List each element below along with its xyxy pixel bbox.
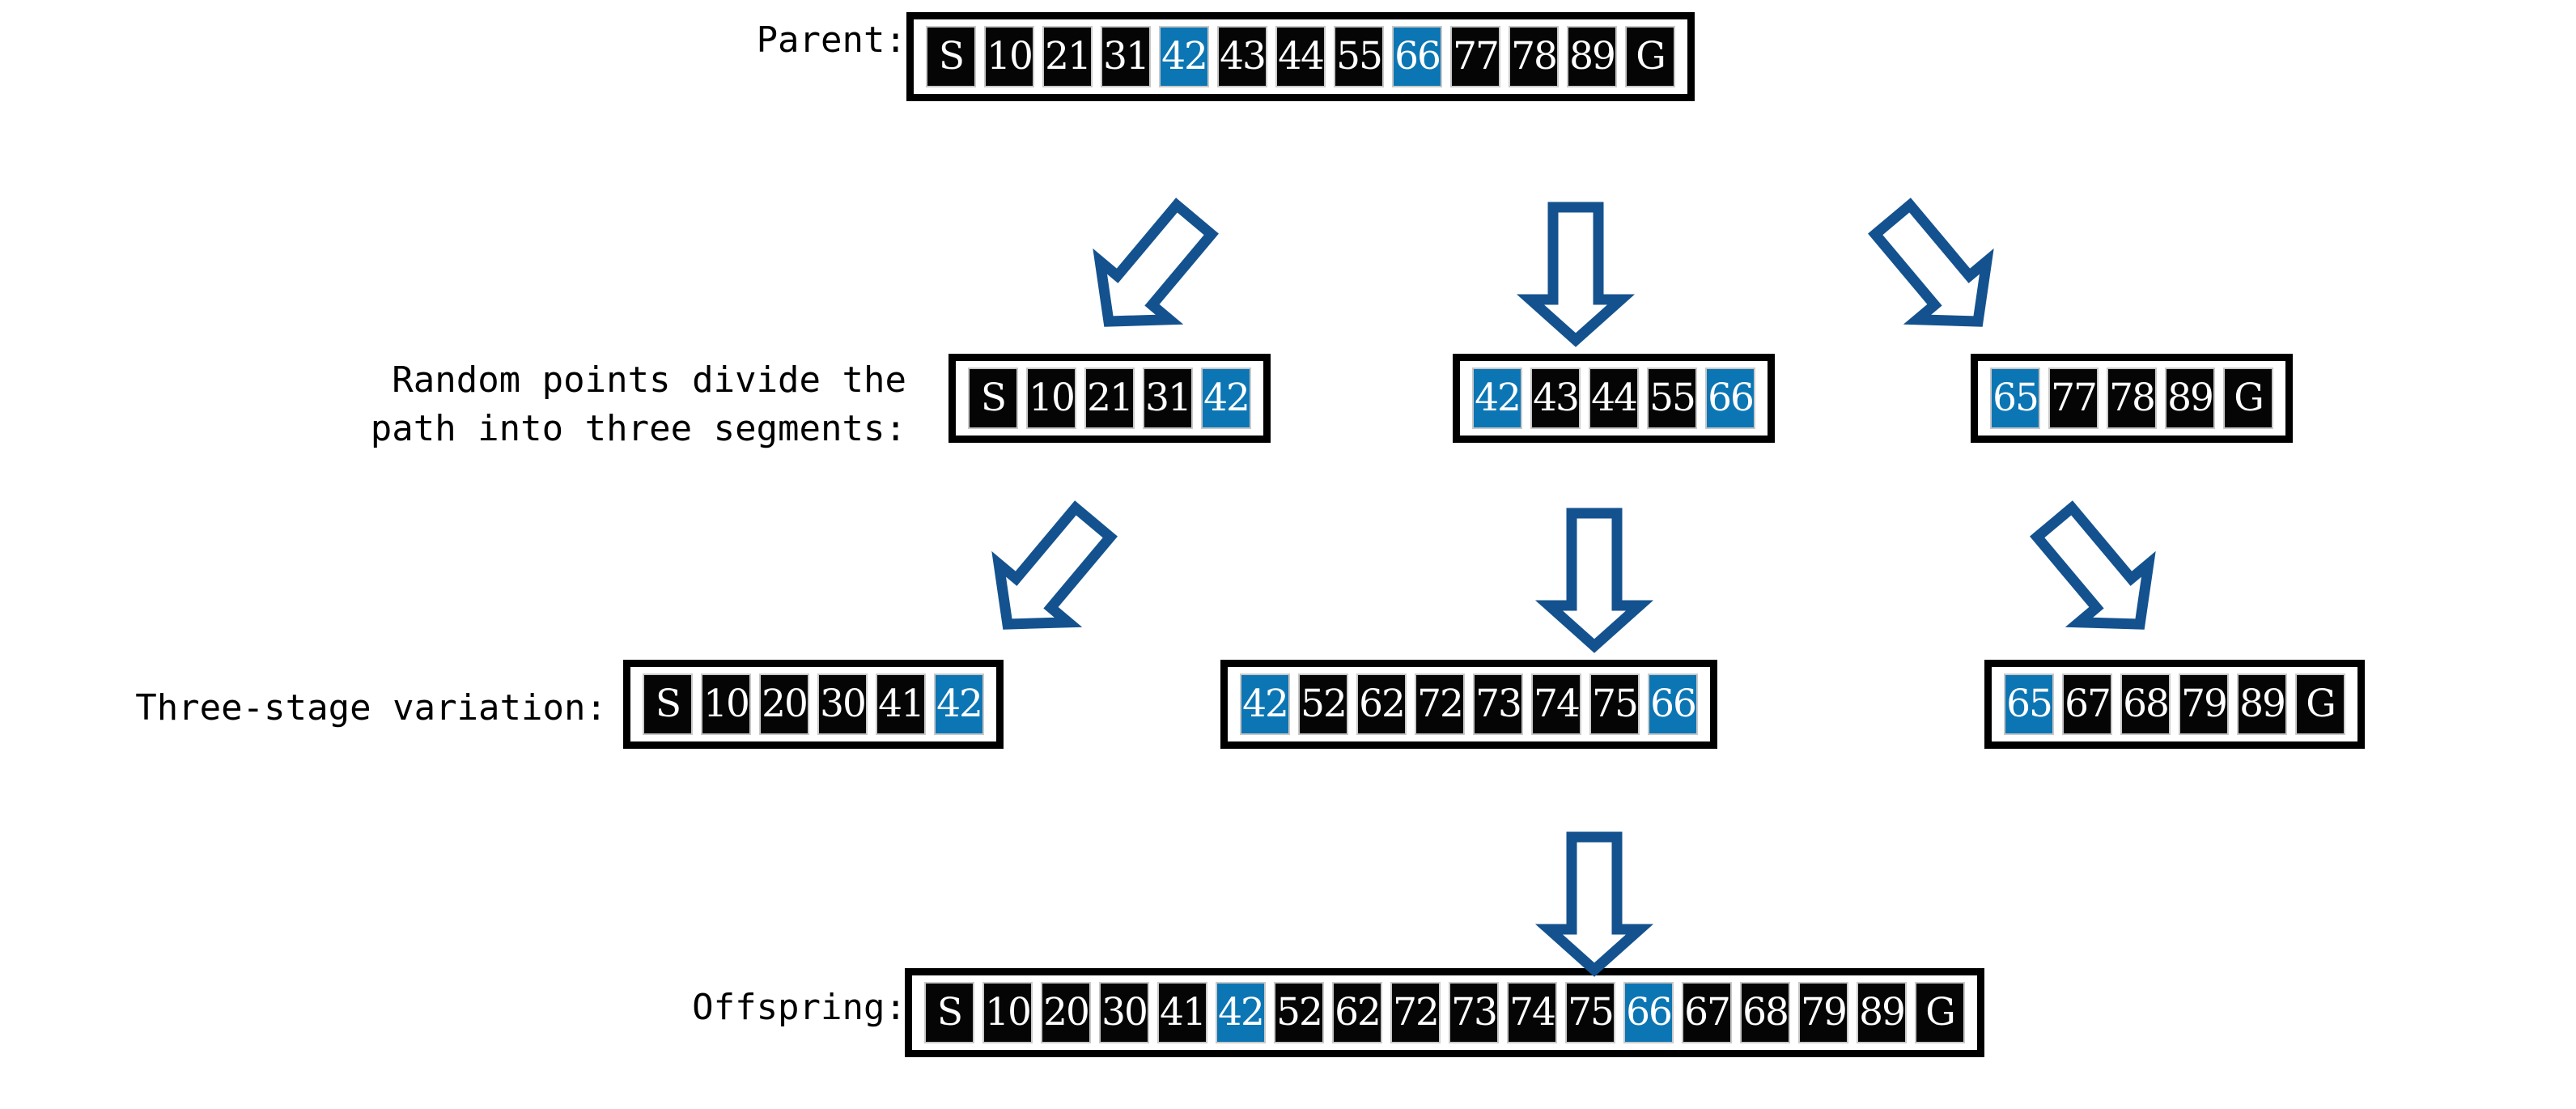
- gene-cell: 21: [1084, 368, 1135, 429]
- gene-cell: S: [968, 368, 1018, 429]
- gene-cell: G: [2223, 368, 2273, 429]
- gene-cell: 74: [1531, 673, 1581, 735]
- gene-cell-highlighted: 66: [1392, 26, 1442, 87]
- gene-cell: 31: [1143, 368, 1193, 429]
- gene-cell: 67: [2062, 673, 2112, 735]
- gene-cell: 55: [1647, 368, 1697, 429]
- gene-cell: 30: [1099, 982, 1149, 1043]
- gene-cell: 77: [1450, 26, 1500, 87]
- arrow-parent-to-segment-2-icon: [1501, 180, 1650, 369]
- gene-cell: 52: [1274, 982, 1324, 1043]
- gene-cell-highlighted: 65: [1990, 368, 2040, 429]
- gene-cell: 30: [817, 673, 868, 735]
- gene-cell: 10: [1026, 368, 1076, 429]
- gene-cell: 68: [1740, 982, 1790, 1043]
- segments-row-label-line2: path into three segments:: [370, 408, 906, 449]
- gene-cell: 72: [1415, 673, 1465, 735]
- gene-cell: 21: [1042, 26, 1093, 87]
- gene-cell-highlighted: 66: [1623, 982, 1674, 1043]
- gene-cell-highlighted: 42: [1201, 368, 1251, 429]
- gene-cell-highlighted: 42: [1472, 368, 1522, 429]
- segments-row-label-line1: Random points divide the: [392, 359, 906, 401]
- arrow-segment-1-to-variation-1-icon: [975, 479, 1124, 669]
- gene-cell: 78: [1509, 26, 1559, 87]
- gene-cell: 73: [1473, 673, 1523, 735]
- gene-cell: 44: [1589, 368, 1639, 429]
- arrow-segment-3-to-variation-3-icon: [2023, 479, 2172, 669]
- gene-cell: 31: [1101, 26, 1151, 87]
- gene-cell-highlighted: 66: [1705, 368, 1755, 429]
- variation-row-label: Three-stage variation:: [135, 687, 607, 729]
- gene-cell: 55: [1334, 26, 1384, 87]
- gene-cell: G: [1915, 982, 1965, 1043]
- gene-cell: 41: [876, 673, 926, 735]
- gene-cell-highlighted: 42: [1159, 26, 1209, 87]
- gene-cell: 89: [2165, 368, 2215, 429]
- arrow-segment-2-to-variation-2-icon: [1520, 486, 1669, 675]
- gene-cell: S: [924, 982, 974, 1043]
- gene-cell-highlighted: 42: [934, 673, 984, 735]
- gene-cell: 10: [701, 673, 751, 735]
- gene-cell: 79: [1798, 982, 1848, 1043]
- gene-cell: 10: [982, 982, 1033, 1043]
- gene-cell: 68: [2120, 673, 2171, 735]
- gene-cell: 10: [984, 26, 1034, 87]
- gene-cell: 52: [1298, 673, 1348, 735]
- gene-cell: 62: [1332, 982, 1382, 1043]
- gene-cell: 20: [759, 673, 809, 735]
- gene-cell: G: [1625, 26, 1675, 87]
- gene-cell: 77: [2048, 368, 2099, 429]
- gene-cell: 43: [1530, 368, 1581, 429]
- gene-cell: 89: [1857, 982, 1907, 1043]
- gene-cell: 41: [1157, 982, 1207, 1043]
- gene-cell: 78: [2107, 368, 2157, 429]
- gene-cell: 89: [2237, 673, 2287, 735]
- gene-cell: 67: [1682, 982, 1732, 1043]
- gene-cell: 75: [1589, 673, 1640, 735]
- gene-cell: 74: [1507, 982, 1557, 1043]
- gene-cell: 79: [2179, 673, 2229, 735]
- gene-cell: 73: [1449, 982, 1499, 1043]
- arrow-variation-to-offspring-icon: [1520, 809, 1669, 999]
- gene-cell: S: [926, 26, 976, 87]
- gene-cell-highlighted: 65: [2004, 673, 2054, 735]
- parent-row-label: Parent:: [756, 19, 906, 61]
- gene-cell: G: [2295, 673, 2345, 735]
- arrow-parent-to-segment-1-icon: [1076, 176, 1225, 366]
- arrow-parent-to-segment-3-icon: [1861, 176, 2010, 366]
- offspring-row-label: Offspring:: [692, 987, 906, 1028]
- gene-cell: S: [643, 673, 693, 735]
- gene-cell-highlighted: 42: [1240, 673, 1290, 735]
- gene-cell: 62: [1356, 673, 1407, 735]
- gene-cell: 75: [1565, 982, 1615, 1043]
- gene-cell: 43: [1217, 26, 1267, 87]
- gene-cell: 44: [1275, 26, 1326, 87]
- gene-cell: 20: [1041, 982, 1091, 1043]
- gene-cell-highlighted: 42: [1216, 982, 1266, 1043]
- gene-cell: 72: [1390, 982, 1441, 1043]
- gene-cell-highlighted: 66: [1648, 673, 1698, 735]
- gene-cell: 89: [1567, 26, 1617, 87]
